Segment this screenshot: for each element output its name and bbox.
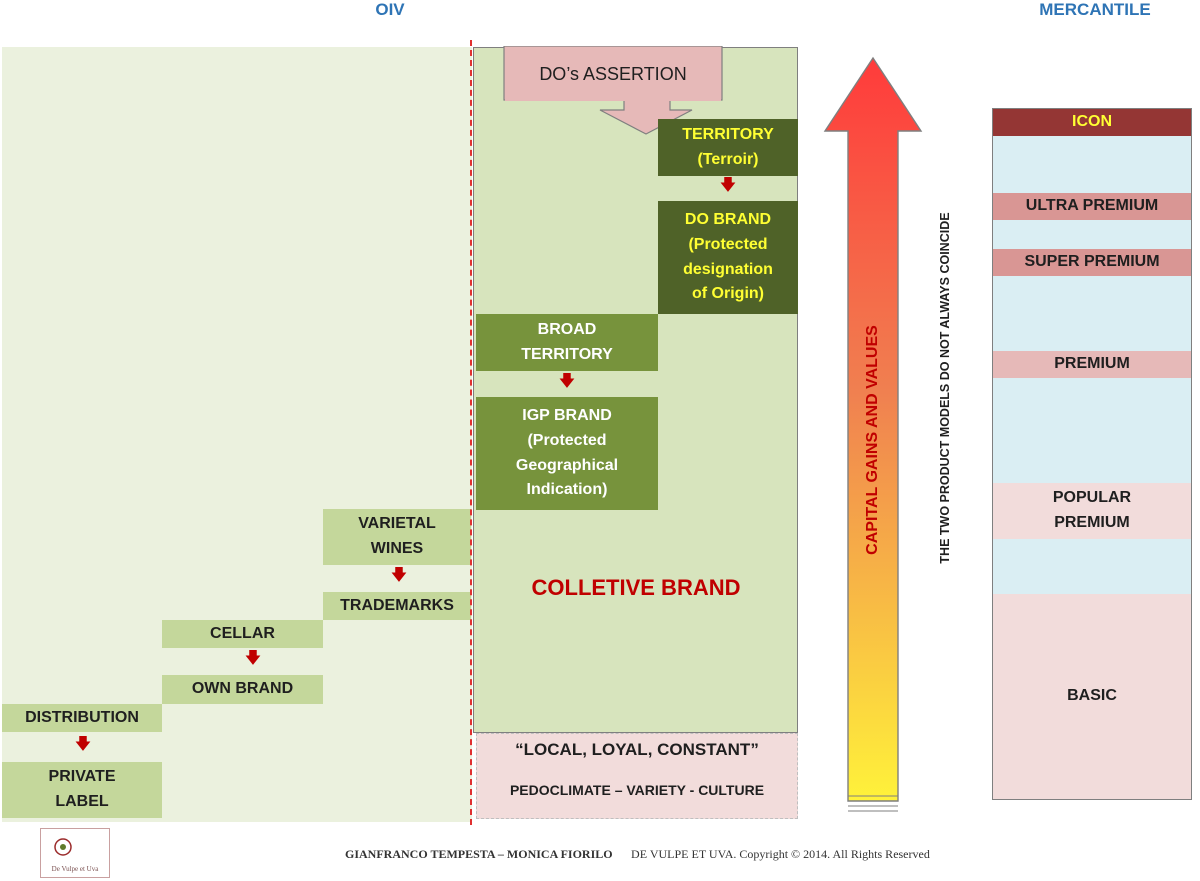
basic-level: BASIC	[993, 594, 1191, 799]
varietal-wines-box: VARIETAL WINES	[323, 509, 471, 565]
icon-level: ICON	[993, 109, 1191, 136]
trademarks-box: TRADEMARKS	[323, 592, 471, 620]
broad-territory-box: BROAD TERRITORY	[476, 314, 658, 371]
own-brand-box: OWN BRAND	[162, 675, 323, 704]
popular-premium-level: POPULAR PREMIUM	[993, 483, 1191, 539]
local-loyal-label: “LOCAL, LOYAL, CONSTANT”	[515, 739, 759, 759]
private-label-box: PRIVATE LABEL	[2, 762, 162, 818]
premium-level: PREMIUM	[993, 351, 1191, 378]
distribution-box: DISTRIBUTION	[2, 704, 162, 732]
collective-brand-label: COLLETIVE BRAND	[531, 574, 741, 600]
down-arrow-icon: 🡇	[719, 177, 737, 194]
footer-authors: GIANFRANCO TEMPESTA – MONICA FIORILO	[345, 847, 613, 861]
igp-brand-box: IGP BRAND (Protected Geographical Indica…	[476, 397, 658, 510]
oiv-title: OIV	[375, 0, 405, 19]
two-models-label: THE TWO PRODUCT MODELS DO NOT ALWAYS COI…	[935, 108, 955, 668]
do-assertion-label: DO’s ASSERTION	[539, 64, 687, 85]
divider-line	[470, 40, 472, 825]
cellar-box: CELLAR	[162, 620, 323, 648]
two-models-text: THE TWO PRODUCT MODELS DO NOT ALWAYS COI…	[938, 212, 952, 564]
down-arrow-icon: 🡇	[390, 567, 408, 584]
ultra-premium-level: ULTRA PREMIUM	[993, 193, 1191, 220]
up-arrow-icon	[823, 56, 923, 812]
logo-text: De Vulpe et Uva	[51, 865, 99, 873]
territory-box: TERRITORY (Terroir)	[658, 119, 798, 176]
capital-gains-text: CAPITAL GAINS AND VALUES	[864, 325, 881, 555]
pedoclimate-label: PEDOCLIMATE – VARIETY - CULTURE	[509, 782, 765, 799]
logo-icon: De Vulpe et Uva	[40, 828, 110, 878]
down-arrow-icon: 🡇	[558, 373, 576, 390]
capital-gains-label: CAPITAL GAINS AND VALUES	[858, 295, 888, 585]
super-premium-level: SUPER PREMIUM	[993, 249, 1191, 276]
footer: GIANFRANCO TEMPESTA – MONICA FIORILO DE …	[345, 845, 1145, 865]
footer-copyright: DE VULPE ET UVA. Copyright © 2014. All R…	[631, 847, 930, 861]
mercantile-title: MERCANTILE	[1039, 0, 1151, 19]
down-arrow-icon: 🡇	[244, 650, 262, 667]
local-loyal-box	[476, 733, 798, 819]
do-brand-box: DO BRAND (Protected designation of Origi…	[658, 201, 798, 314]
down-arrow-icon: 🡇	[74, 736, 92, 753]
